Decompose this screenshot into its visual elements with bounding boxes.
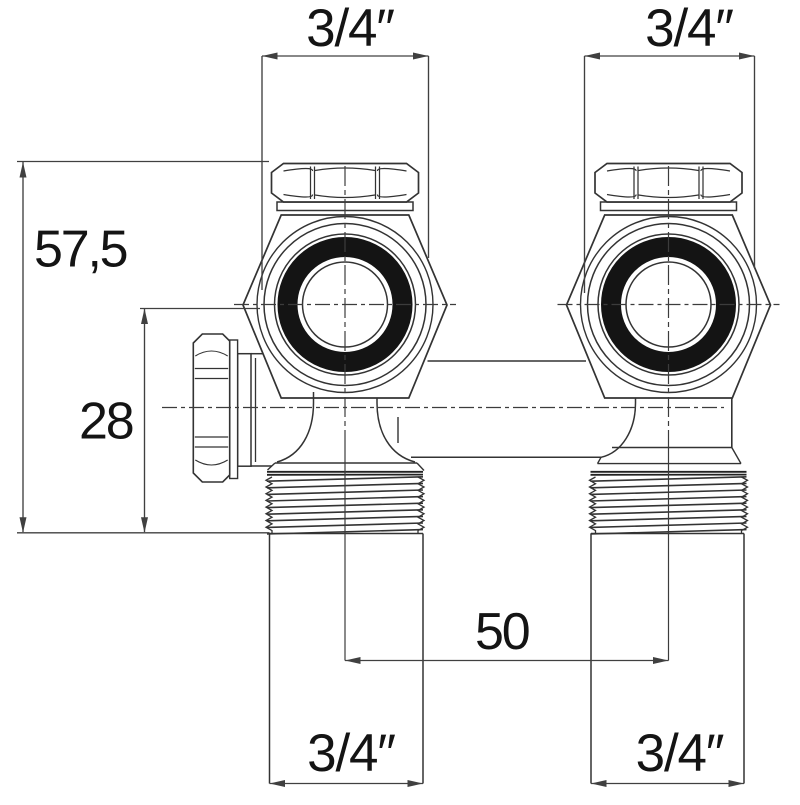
svg-text:3/4″: 3/4″ [645,0,733,58]
svg-text:3/4″: 3/4″ [636,724,724,783]
svg-text:3/4″: 3/4″ [307,724,395,783]
svg-text:57,5: 57,5 [34,221,127,279]
svg-text:28: 28 [79,393,133,451]
svg-text:3/4″: 3/4″ [306,0,394,58]
svg-text:50: 50 [475,603,529,661]
